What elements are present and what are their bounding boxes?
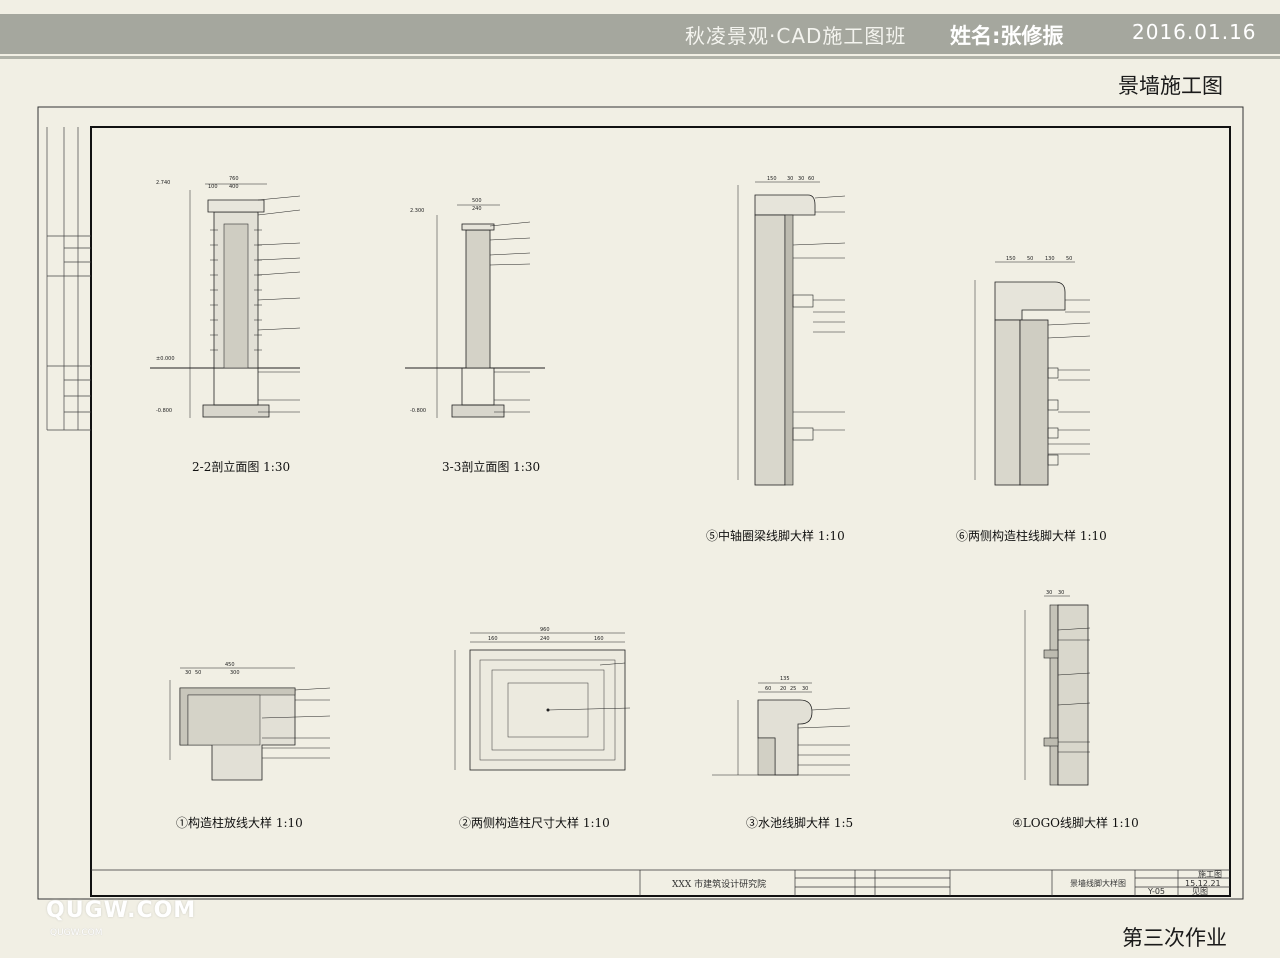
dim-d1-2: 300 — [230, 670, 240, 676]
drawing-date: 15.12.21 — [1185, 879, 1221, 888]
dim-mid-2-2: 400 — [229, 184, 239, 190]
elev-bottom-3-3: -0.800 — [410, 408, 426, 414]
drawing-section-2-2: 2.740 ±0.000 -0.800 760 400 100 2-2剖立面图 … — [150, 176, 301, 474]
assignment-note: 第三次作业 — [1122, 926, 1227, 950]
drawing-name: 景墙线脚大样图 — [1070, 878, 1126, 888]
drawing-detail-1: 450 300 30 50 ①构造柱放线大样 1:10 — [169, 662, 331, 830]
elev-zero-2-2: ±0.000 — [156, 356, 175, 362]
label-detail-6: ⑥两侧构造柱线脚大样 1:10 — [956, 528, 1107, 543]
label-detail-4: ④LOGO线脚大样 1:10 — [1012, 815, 1139, 830]
header-bar — [0, 14, 1280, 54]
dim-d3-4: 25 — [790, 686, 796, 692]
dim-d1-1: 450 — [225, 662, 235, 668]
drawing-stage: 施工图 — [1198, 869, 1222, 879]
course-title: 秋凌景观·CAD施工图班 — [685, 24, 907, 48]
drawing-detail-3: 135 60 20 25 30 ③水池线脚大样 1:5 — [712, 676, 853, 830]
label-detail-5: ⑤中轴圈梁线脚大样 1:10 — [706, 528, 845, 543]
elev-bottom-2-2: -0.800 — [156, 408, 172, 414]
dim-d5-2: 30 — [787, 176, 793, 182]
dim-d2-2: 160 — [488, 636, 498, 642]
dim-d2-3: 240 — [540, 636, 550, 642]
label-detail-1: ①构造柱放线大样 1:10 — [176, 815, 303, 830]
dim-d3-3: 20 — [780, 686, 786, 692]
page-title: 景墙施工图 — [1118, 74, 1223, 98]
institute-name: XXX 市建筑设计研究院 — [672, 878, 766, 890]
sheet-number: Y-05 — [1147, 887, 1165, 896]
dim-d5-4: 60 — [808, 176, 814, 182]
watermark-sub: QUGW.COM — [50, 928, 103, 938]
watermark-logo: QUGW.COM — [46, 898, 197, 923]
dim-d3-5: 30 — [802, 686, 808, 692]
student-name: 姓名:张修振 — [950, 24, 1064, 48]
dim-top-3-3: 500 — [472, 198, 482, 204]
drawing-detail-4: 30 30 ④LOGO线脚大样 1:10 — [1012, 590, 1139, 830]
label-section-3-3: 3-3剖立面图 1:30 — [442, 459, 540, 474]
dim-d1-3: 30 — [185, 670, 191, 676]
dim-d6-4: 50 — [1066, 256, 1072, 262]
sheet-outer-border — [37, 106, 1244, 900]
label-detail-3: ③水池线脚大样 1:5 — [746, 815, 853, 830]
drawing-detail-2: 960 160 240 160 ②两侧构造柱尺寸大样 1:10 — [454, 627, 631, 830]
sheet-inner-frame — [90, 126, 1231, 897]
drawing-detail-5: 150 30 30 60 ⑤中轴圈梁线脚大样 1:10 — [706, 176, 846, 543]
dim-d6-3: 130 — [1045, 256, 1055, 262]
dim-d3-1: 135 — [780, 676, 790, 682]
dim-left-2-2: 100 — [208, 184, 218, 190]
header-date: 2016.01.16 — [1132, 20, 1257, 44]
drawing-scale: 见图 — [1192, 887, 1208, 896]
dim-mid-3-3: 240 — [472, 206, 482, 212]
dim-d2-4: 160 — [594, 636, 604, 642]
dim-d5-1: 150 — [767, 176, 777, 182]
title-block — [91, 869, 1230, 896]
elev-top-3-3: 2.300 — [410, 208, 424, 214]
label-section-2-2: 2-2剖立面图 1:30 — [192, 459, 290, 474]
dim-d4-1: 30 — [1046, 590, 1052, 596]
label-detail-2: ②两侧构造柱尺寸大样 1:10 — [459, 815, 610, 830]
dim-d4-2: 30 — [1058, 590, 1064, 596]
dim-d5-3: 30 — [798, 176, 804, 182]
dim-d3-2: 60 — [765, 686, 771, 692]
dim-d6-2: 50 — [1027, 256, 1033, 262]
elev-top-2-2: 2.740 — [156, 180, 170, 186]
binding-strip — [46, 127, 91, 431]
drawing-section-3-3: 2.300 -0.800 500 240 3-3剖立面图 1:30 — [405, 198, 545, 474]
dim-d1-4: 50 — [195, 670, 201, 676]
dim-d6-1: 150 — [1006, 256, 1016, 262]
dim-top-2-2: 760 — [229, 176, 239, 182]
drawing-detail-6: 150 50 130 50 ⑥两侧构造柱线脚大样 1:10 — [956, 256, 1107, 543]
header-divider — [0, 56, 1280, 59]
dim-d2-1: 960 — [540, 627, 550, 633]
